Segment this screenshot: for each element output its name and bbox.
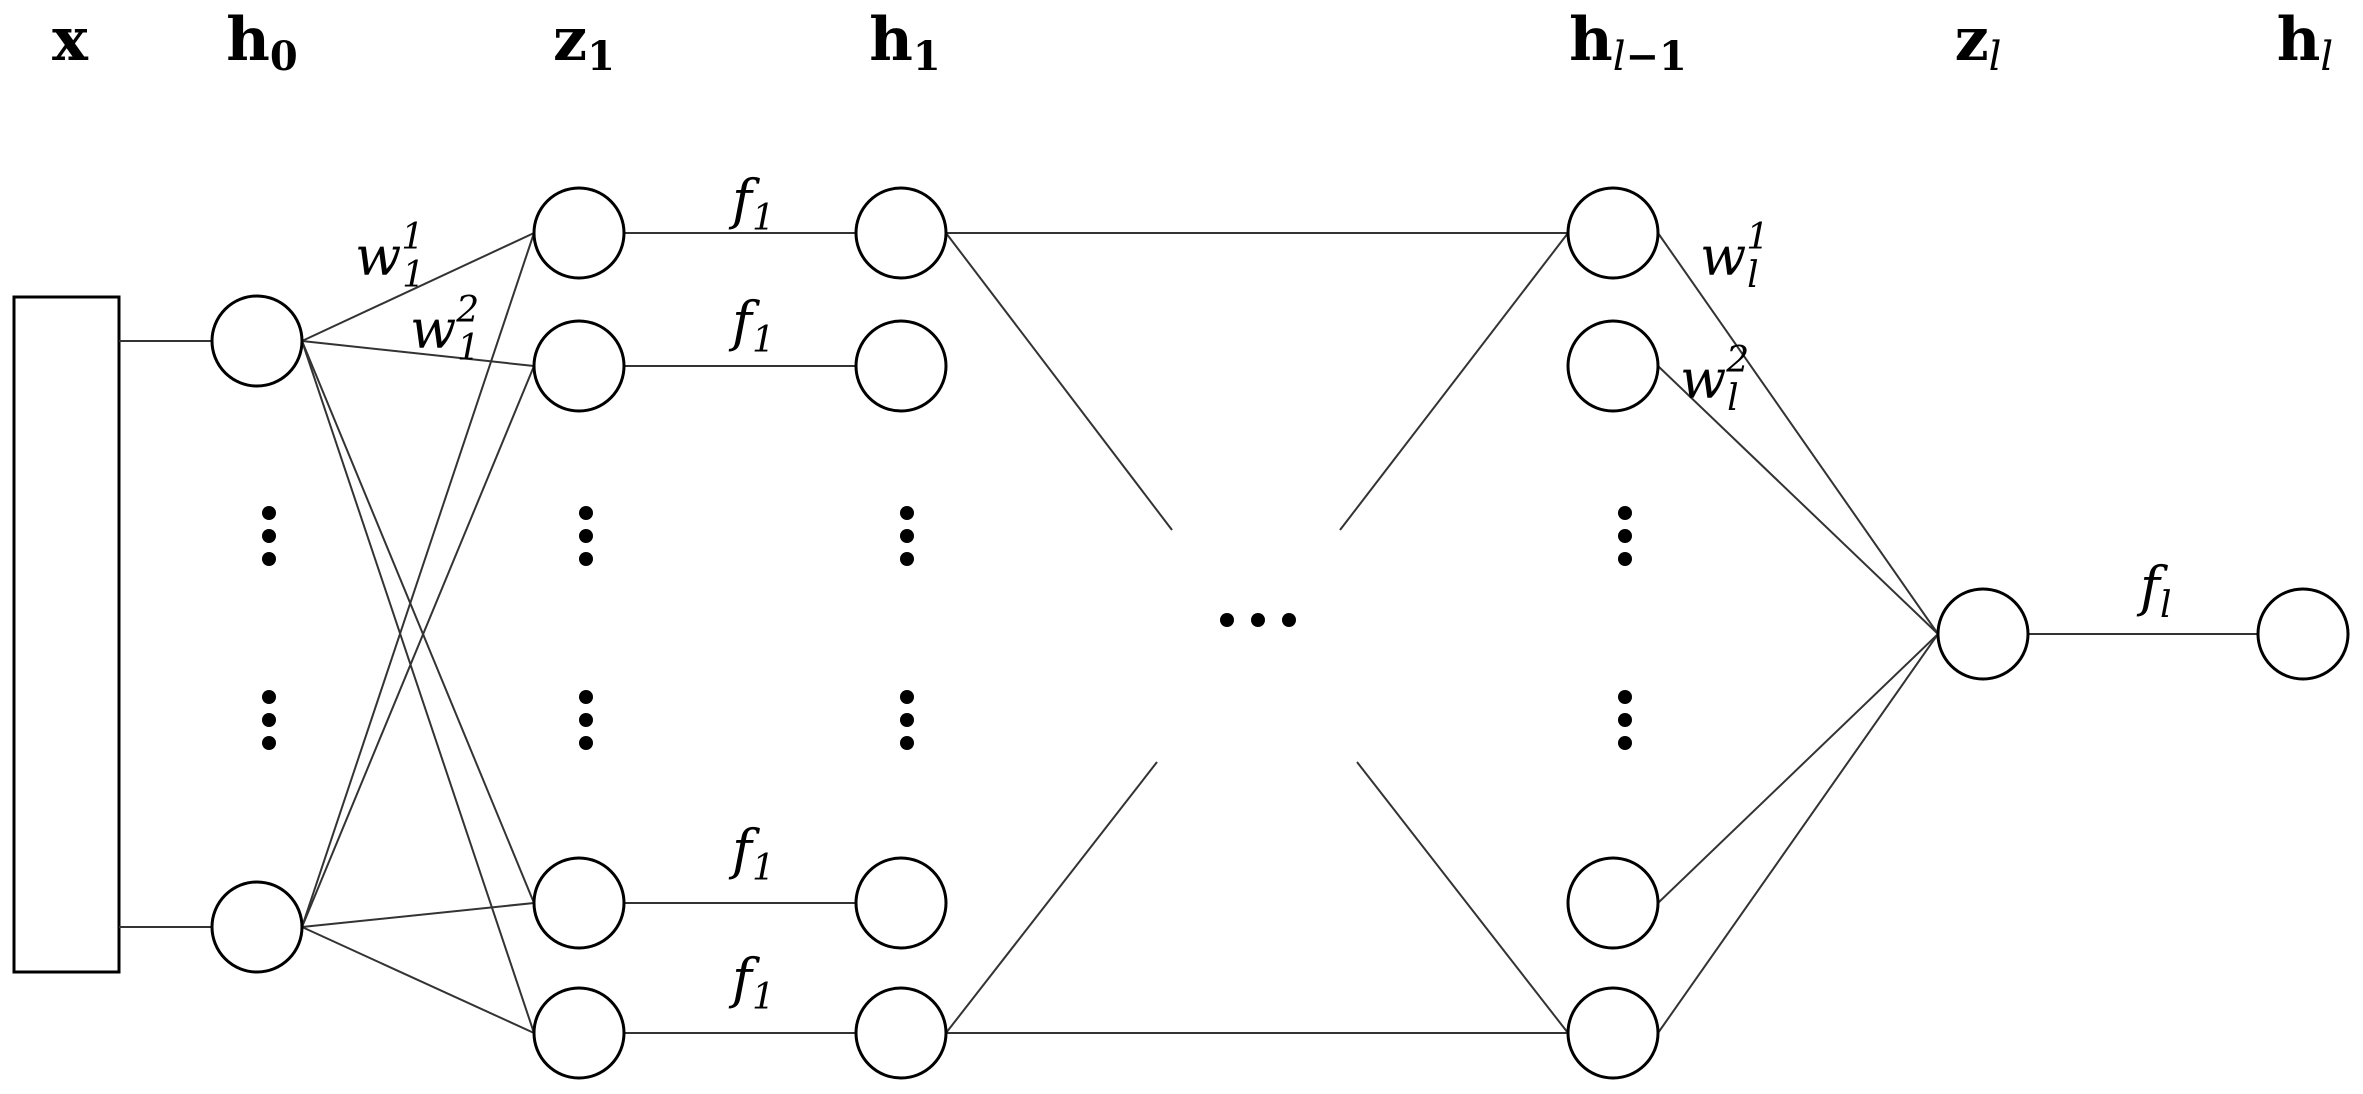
node-h0-bottom	[210, 880, 304, 974]
edges-z1-to-h1	[624, 232, 856, 1034]
label-f1-row2: f1	[728, 290, 775, 361]
node-h1-2	[854, 319, 948, 413]
header-zl: zl	[1955, 5, 2002, 80]
nodes-h0	[210, 294, 304, 974]
vertical-ellipsis-z1	[579, 506, 593, 750]
vertical-ellipsis-h1	[900, 506, 914, 750]
label-f1-row4: f1	[728, 947, 775, 1018]
header-h0: h0	[226, 5, 297, 80]
node-hl	[2256, 587, 2350, 681]
header-hl: hl	[2277, 5, 2333, 80]
header-hl-minus-1: hl−1	[1569, 5, 1687, 80]
node-hl-minus-1-1	[1566, 186, 1660, 280]
node-zl	[1936, 587, 2030, 681]
header-z1: z1	[553, 5, 615, 80]
nodes-h1	[854, 186, 948, 1080]
edges-hl-minus-1-to-zl	[1657, 232, 1939, 1034]
node-hl-minus-1-4	[1566, 986, 1660, 1080]
input-box-x	[12, 295, 121, 974]
header-x: x	[52, 5, 89, 75]
node-h1-1	[854, 186, 948, 280]
node-hl-minus-1-2	[1566, 319, 1660, 413]
node-h1-4	[854, 986, 948, 1080]
edges-input-to-h0	[119, 340, 212, 928]
label-fl: fl	[2136, 555, 2172, 626]
nodes-z1	[532, 186, 626, 1080]
label-f1-row1: f1	[728, 168, 775, 239]
vertical-ellipsis-hl-minus-1	[1618, 506, 1632, 750]
vertical-ellipsis-h0	[262, 506, 276, 750]
node-z1-1	[532, 186, 626, 280]
node-hl-minus-1-3	[1566, 856, 1660, 950]
node-z1-2	[532, 319, 626, 413]
label-f1-row3: f1	[728, 818, 775, 889]
header-h1: h1	[869, 5, 940, 80]
edges-h1-to-hl-minus-1	[945, 232, 1569, 1034]
node-z1-3	[532, 856, 626, 950]
edges-h0-to-z1	[301, 232, 535, 1034]
node-h1-3	[854, 856, 948, 950]
horizontal-ellipsis-center	[1220, 613, 1296, 627]
node-h0-top	[210, 294, 304, 388]
nodes-hl-minus-1	[1566, 186, 1660, 1080]
node-z1-4	[532, 986, 626, 1080]
